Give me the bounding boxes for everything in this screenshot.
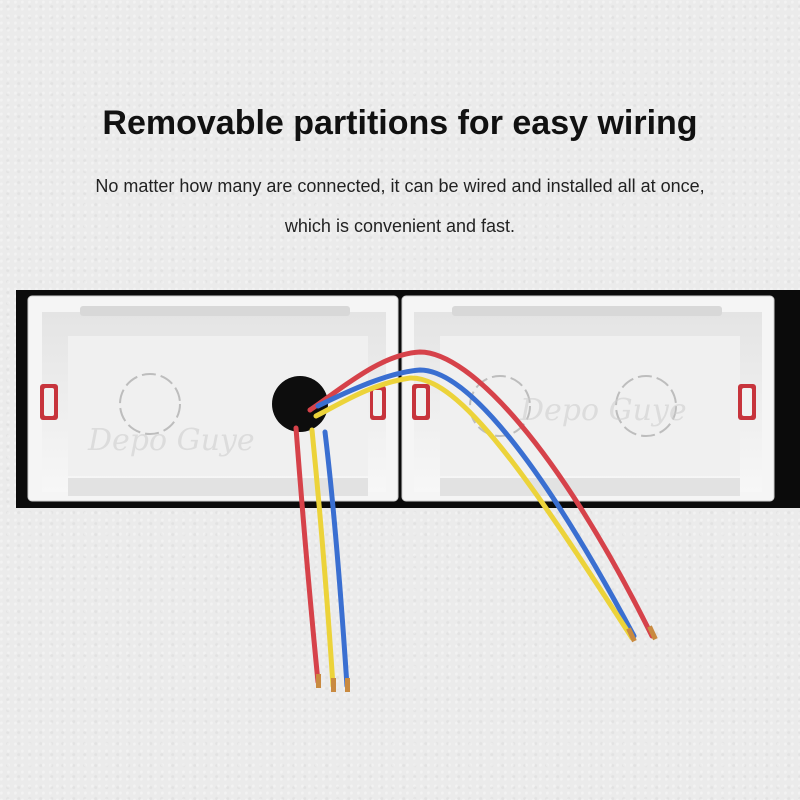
red-wire xyxy=(307,349,655,639)
blue-wire xyxy=(315,367,637,639)
knockout-circle xyxy=(615,375,677,437)
yellow-wire xyxy=(309,427,336,689)
red-wire xyxy=(293,425,321,685)
right-junction-box: Depo Guye xyxy=(401,295,775,502)
headline: Removable partitions for easy wiring xyxy=(102,104,698,142)
copper-tips xyxy=(316,625,658,692)
wires xyxy=(293,349,655,689)
junction-box-photo: Depo Guye Depo Guye xyxy=(16,290,800,692)
left-junction-box: Depo Guye xyxy=(27,295,399,502)
knockout-circle xyxy=(469,375,531,437)
knockout-circle xyxy=(119,373,181,435)
yellow-wire xyxy=(313,375,635,641)
watermark: Depo Guye xyxy=(519,393,687,428)
watermark: Depo Guye xyxy=(87,423,255,458)
description-line-1: No matter how many are connected, it can… xyxy=(95,176,705,196)
wire-hole xyxy=(272,376,328,432)
description-line-2: which is convenient and fast. xyxy=(284,216,516,236)
blue-wire xyxy=(322,429,350,689)
